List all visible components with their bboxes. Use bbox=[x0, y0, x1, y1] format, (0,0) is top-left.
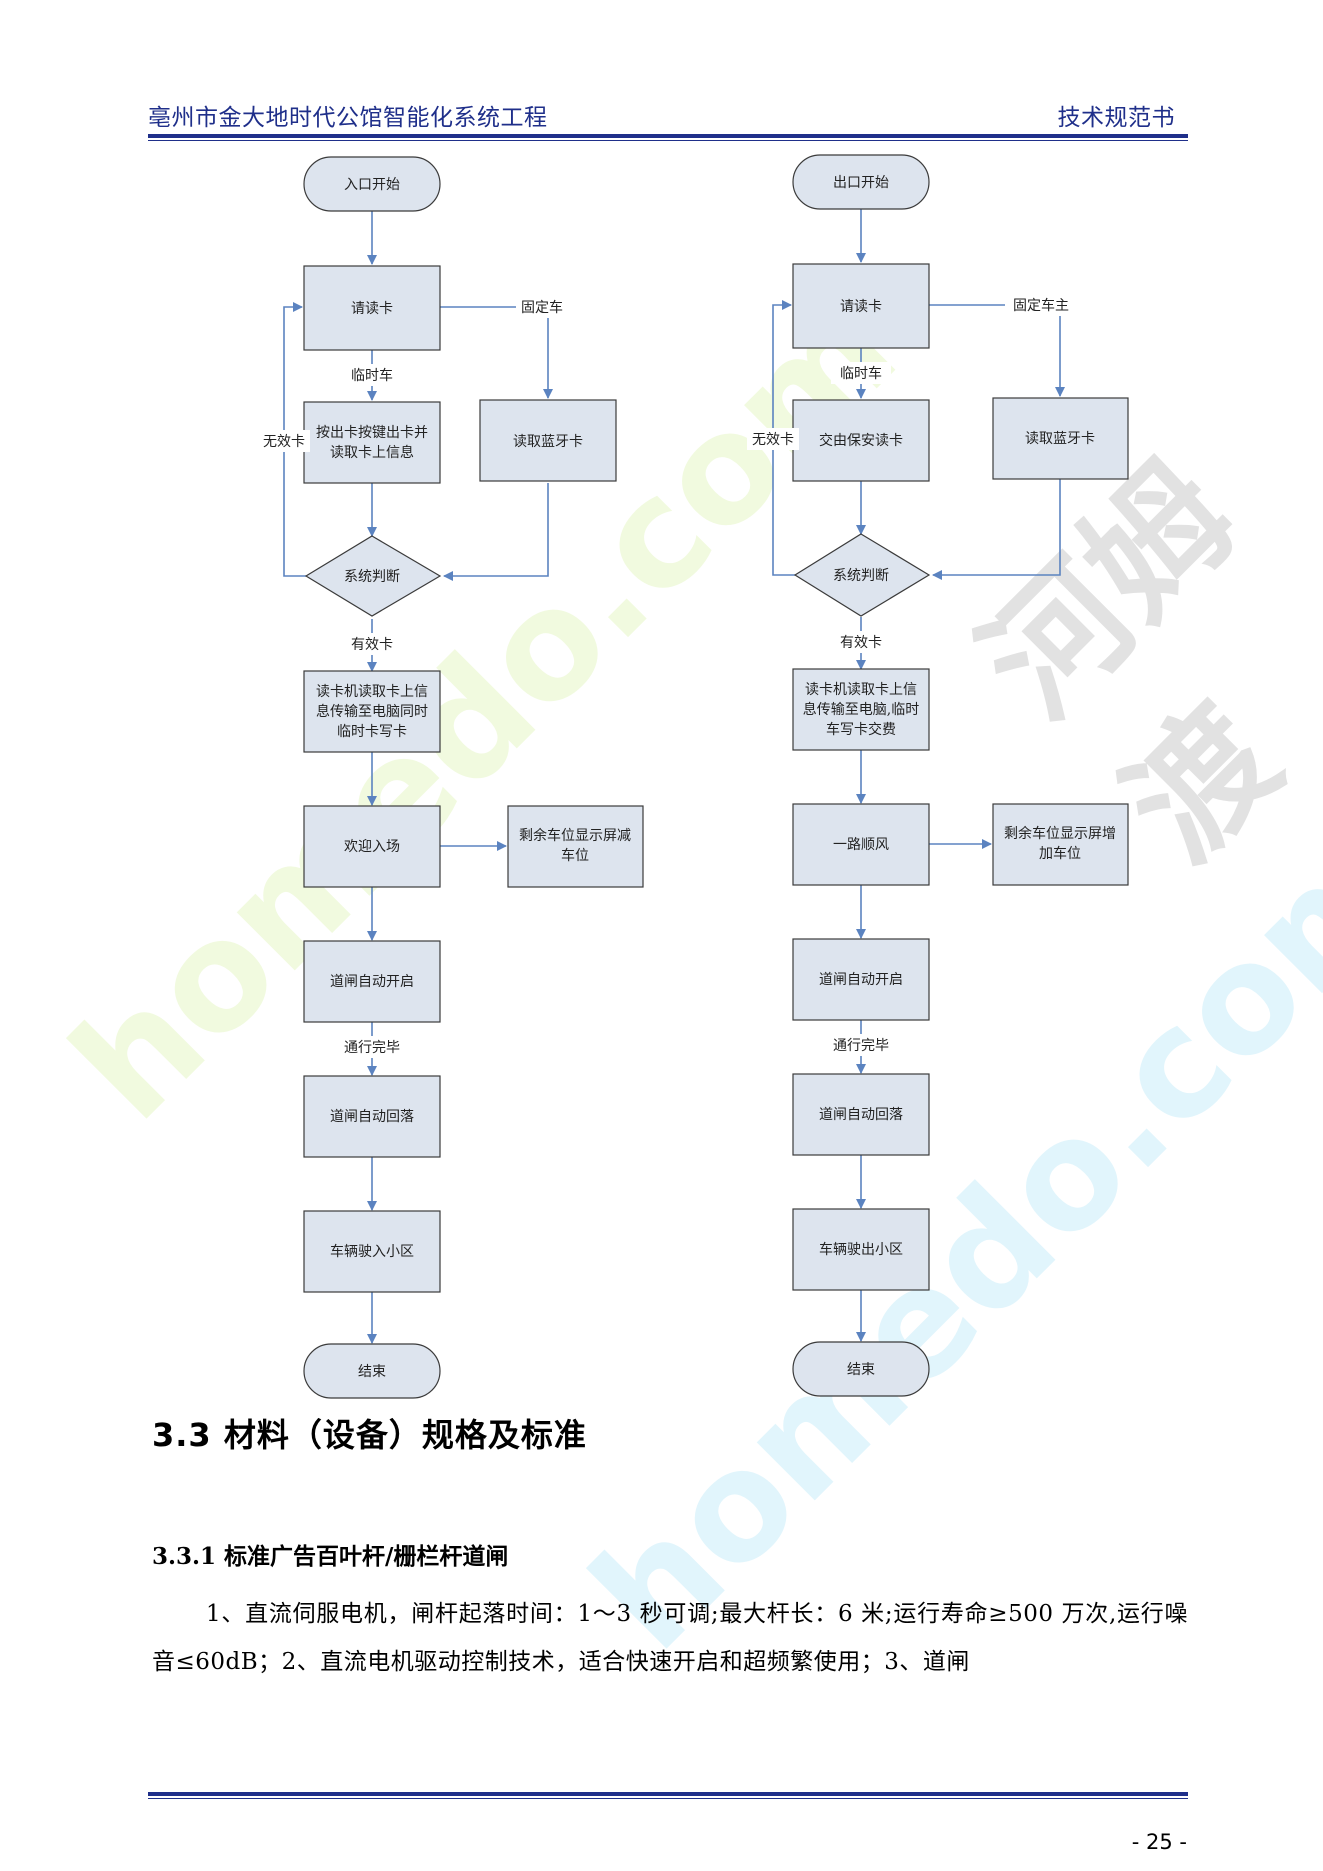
document-type: 技术规范书 bbox=[1057, 105, 1175, 131]
exit-guard-label: 交由保安读卡 bbox=[819, 432, 903, 449]
exit-read-card-node bbox=[792, 263, 930, 349]
entry-gate-close-label: 道闸自动回落 bbox=[330, 1109, 414, 1125]
entry-transmit-label-2: 息传输至电脑同时 bbox=[316, 703, 428, 720]
document-title: 亳州市金大地时代公馆智能化系统工程 bbox=[148, 105, 548, 131]
entry-end-node bbox=[303, 1343, 441, 1399]
entry-welcome-label: 欢迎入场 bbox=[344, 839, 400, 855]
entry-vehicle-node bbox=[303, 1210, 441, 1293]
entry-start-label: 入口开始 bbox=[344, 177, 400, 193]
entry-transmit-label-3: 临时卡写卡 bbox=[337, 724, 407, 740]
exit-gate-close-node bbox=[792, 1073, 930, 1156]
entry-display-node bbox=[507, 805, 644, 888]
entry-flowchart: 入口开始 请读卡 临时车 固定车 按出卡按键出卡并 读取卡上信息 读取蓝牙卡 无… bbox=[258, 156, 644, 1399]
entry-issue-card-label-1: 按出卡按键出卡并 bbox=[316, 425, 428, 441]
entry-read-card-node bbox=[303, 265, 441, 351]
entry-read-card-label: 请读卡 bbox=[351, 300, 393, 317]
exit-farewell-node bbox=[792, 803, 930, 886]
exit-vehicle-node bbox=[792, 1208, 930, 1291]
entry-fixed-car-label: 固定车 bbox=[521, 299, 563, 316]
entry-passed-label: 通行完毕 bbox=[344, 1040, 400, 1056]
exit-guard-node bbox=[792, 399, 930, 482]
entry-vehicle-label: 车辆驶入小区 bbox=[330, 1243, 414, 1260]
exit-start-label: 出口开始 bbox=[833, 175, 889, 191]
entry-display-label-2: 车位 bbox=[561, 847, 589, 864]
exit-fixed-car-label: 固定车主 bbox=[1013, 297, 1069, 314]
entry-end-label: 结束 bbox=[358, 1364, 386, 1380]
exit-gate-close-label: 道闸自动回落 bbox=[819, 1107, 903, 1123]
entry-display-label-1: 剩余车位显示屏减 bbox=[519, 827, 631, 844]
footer-rule-thin bbox=[148, 1798, 1188, 1799]
entry-gate-open-node bbox=[303, 940, 441, 1023]
entry-invalid-label: 无效卡 bbox=[263, 434, 305, 450]
exit-end-node bbox=[792, 1341, 930, 1397]
entry-issue-card-node bbox=[303, 401, 441, 484]
exit-flowchart: 出口开始 请读卡 临时车 固定车主 交由保安读卡 读取蓝牙卡 无效卡 系统判断 … bbox=[747, 154, 1129, 1397]
footer-rule bbox=[148, 1792, 1188, 1796]
exit-read-card-label: 请读卡 bbox=[840, 298, 882, 315]
exit-bluetooth-node bbox=[992, 397, 1129, 480]
exit-judge-diamond bbox=[793, 533, 931, 617]
entry-gate-open-label: 道闸自动开启 bbox=[330, 974, 414, 990]
exit-transmit-label-2: 息传输至电脑,临时 bbox=[803, 701, 919, 718]
exit-invalid-label: 无效卡 bbox=[752, 432, 794, 448]
entry-judge-label: 系统判断 bbox=[344, 569, 400, 585]
entry-transmit-node bbox=[303, 670, 441, 753]
exit-temp-car-label: 临时车 bbox=[840, 365, 882, 382]
entry-temp-car-label: 临时车 bbox=[351, 367, 393, 384]
entry-judge-diamond bbox=[304, 535, 442, 617]
page-number: - 25 - bbox=[1131, 1830, 1187, 1854]
section-heading: 3.3 材料（设备）规格及标准 bbox=[152, 1416, 587, 1454]
header-rule bbox=[148, 134, 1188, 138]
exit-display-label-2: 加车位 bbox=[1039, 845, 1081, 862]
exit-passed-label: 通行完毕 bbox=[833, 1038, 889, 1054]
exit-transmit-label-3: 车写卡交费 bbox=[826, 721, 896, 738]
exit-judge-label: 系统判断 bbox=[833, 568, 889, 584]
entry-start-node bbox=[303, 156, 441, 212]
exit-display-label-1: 剩余车位显示屏增 bbox=[1004, 825, 1116, 842]
exit-transmit-label-1: 读卡机读取卡上信 bbox=[805, 681, 917, 698]
exit-bluetooth-label: 读取蓝牙卡 bbox=[1025, 430, 1095, 447]
flowcharts: 入口开始 请读卡 临时车 固定车 按出卡按键出卡并 读取卡上信息 读取蓝牙卡 无… bbox=[258, 154, 1129, 1399]
exit-vehicle-label: 车辆驶出小区 bbox=[819, 1241, 903, 1258]
exit-gate-open-label: 道闸自动开启 bbox=[819, 972, 903, 988]
exit-start-node bbox=[792, 154, 930, 210]
entry-welcome-node bbox=[303, 805, 441, 888]
entry-bluetooth-node bbox=[479, 399, 617, 482]
entry-bluetooth-label: 读取蓝牙卡 bbox=[513, 433, 583, 450]
exit-end-label: 结束 bbox=[847, 1362, 875, 1378]
entry-transmit-label-1: 读卡机读取卡上信 bbox=[316, 683, 428, 700]
entry-gate-close-node bbox=[303, 1075, 441, 1158]
exit-display-node bbox=[992, 803, 1129, 886]
body-paragraph: 1、直流伺服电机，闸杆起落时间：1～3 秒可调;最大杆长：6 米;运行寿命≥50… bbox=[152, 1601, 1188, 1675]
entry-valid-label: 有效卡 bbox=[351, 637, 393, 653]
exit-valid-label: 有效卡 bbox=[840, 635, 882, 651]
exit-transmit-node bbox=[792, 668, 930, 751]
entry-issue-card-label-2: 读取卡上信息 bbox=[330, 444, 414, 461]
exit-gate-open-node bbox=[792, 938, 930, 1021]
subsection-heading: 3.3.1 标准广告百叶杆/栅栏杆道闸 bbox=[152, 1543, 509, 1570]
exit-farewell-label: 一路顺风 bbox=[833, 837, 889, 853]
header-rule-thin bbox=[148, 140, 1188, 141]
